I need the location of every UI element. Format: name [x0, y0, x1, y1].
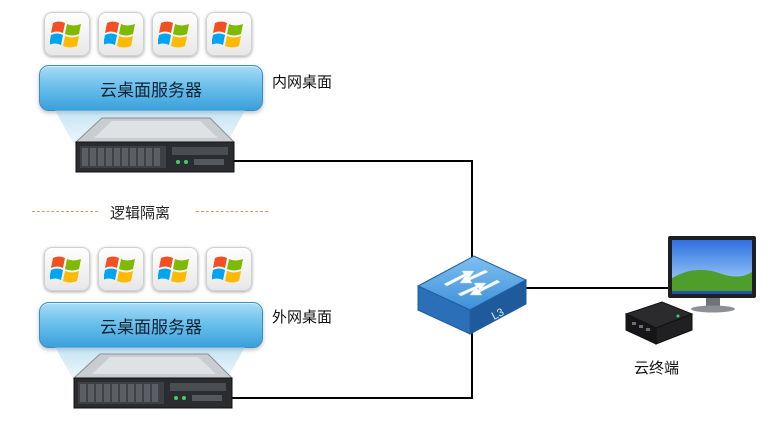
windows-icon — [152, 12, 198, 56]
bottom-server-link — [230, 330, 473, 399]
windows-icon — [44, 247, 90, 291]
top-server-link — [232, 160, 473, 262]
extranet-desktop-label: 外网桌面 — [272, 308, 333, 326]
switch-l3-text: L3 — [490, 306, 506, 322]
windows-icon — [206, 247, 252, 291]
windows-icon — [152, 247, 198, 291]
windows-icon — [98, 247, 144, 291]
server-bar-label: 云桌面服务器 — [100, 317, 202, 338]
logical-isolation-label: 逻辑隔离 — [110, 204, 171, 222]
cloud-desktop-server-bar: 云桌面服务器 — [39, 302, 263, 348]
l3-switch-icon: L3 — [416, 255, 528, 335]
separator-line-right — [196, 211, 268, 212]
separator-line-left — [32, 211, 98, 212]
windows-icon — [44, 12, 90, 56]
rack-server-icon — [72, 353, 234, 409]
server-bar-label: 云桌面服务器 — [100, 80, 202, 101]
rack-server-icon — [74, 117, 236, 173]
cloud-terminal-label: 云终端 — [634, 359, 680, 377]
thin-client-icon — [624, 301, 694, 345]
cloud-desktop-server-bar: 云桌面服务器 — [39, 65, 263, 111]
intranet-desktop-label: 内网桌面 — [272, 73, 333, 91]
monitor-icon — [668, 236, 756, 313]
windows-icon — [98, 12, 144, 56]
windows-icon — [206, 12, 252, 56]
